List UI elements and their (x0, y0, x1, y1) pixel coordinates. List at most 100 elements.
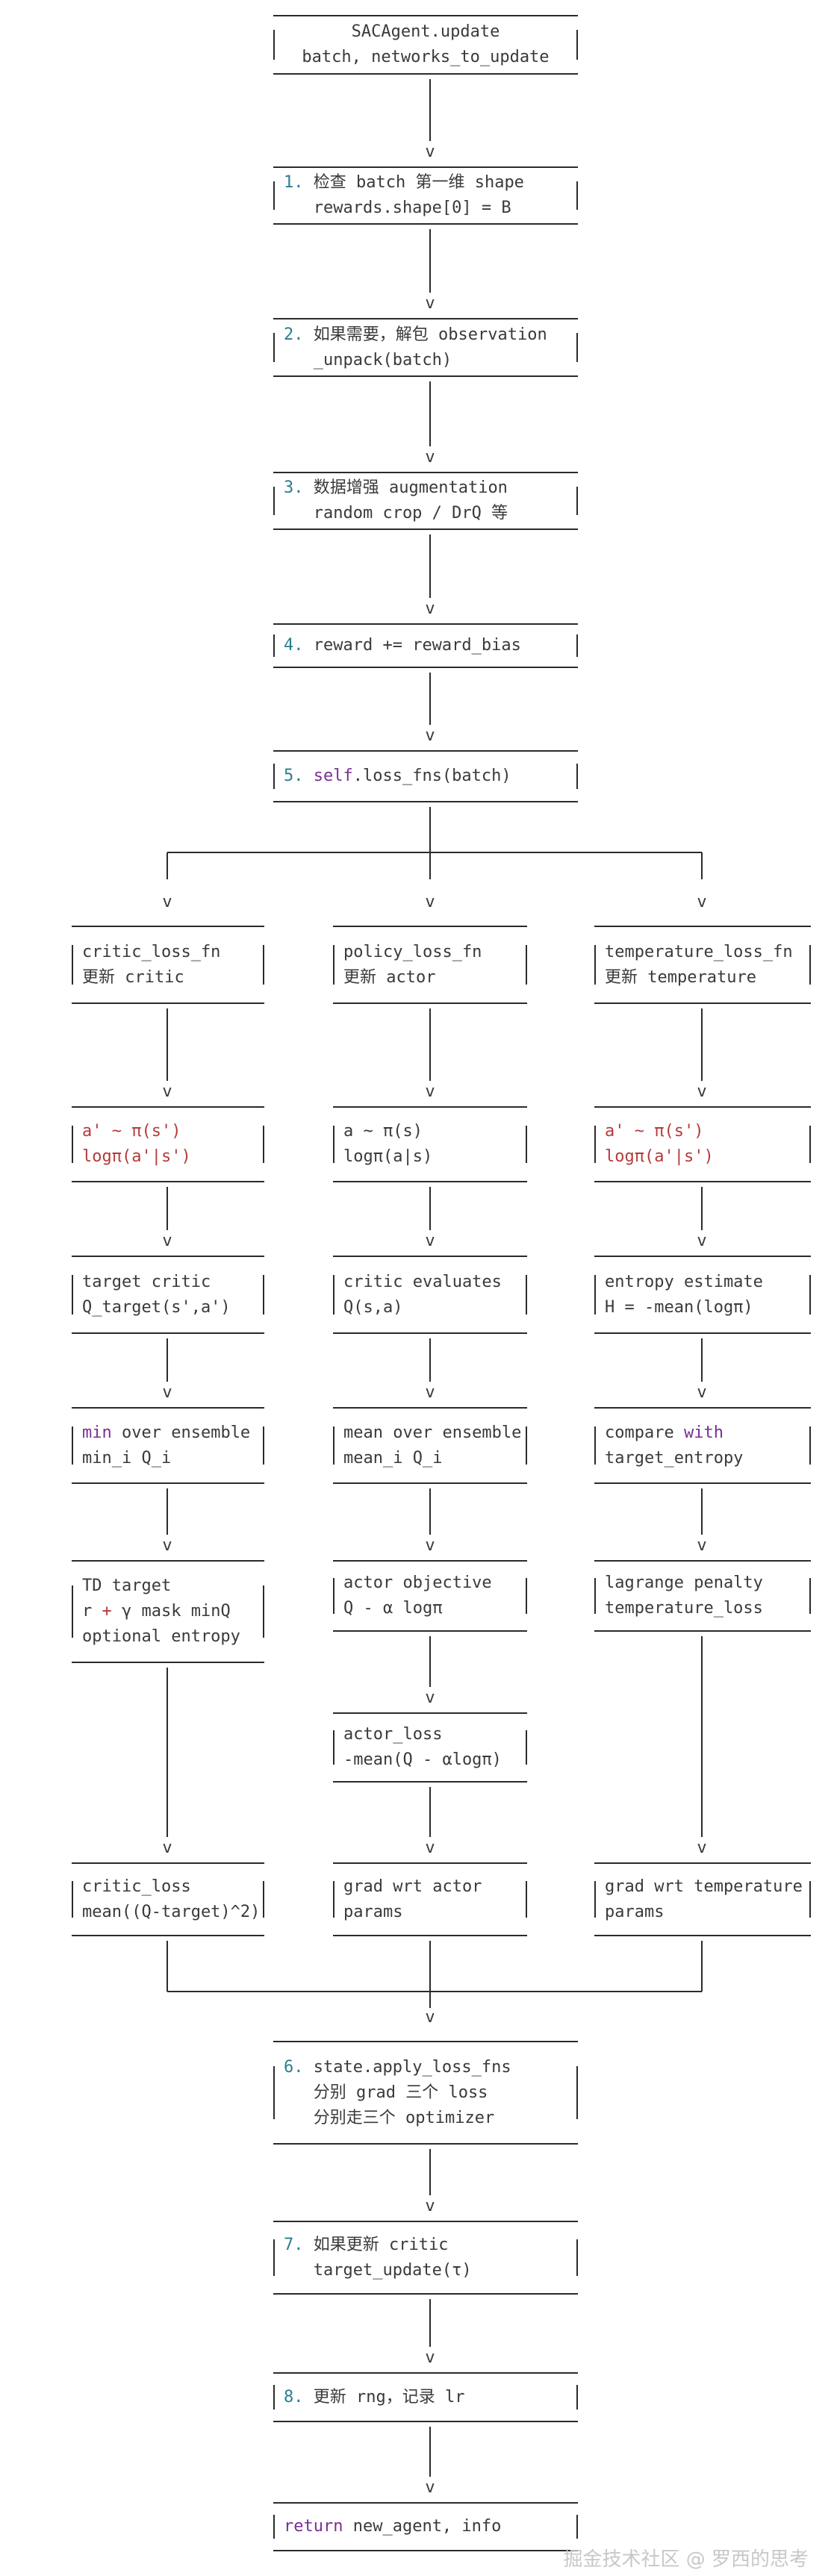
temperature-step-5-line: lagrange penalty (605, 1571, 800, 1596)
flow-step-6-text: 分别走三个 optimizer (284, 2108, 495, 2127)
connector-line (167, 1991, 702, 1992)
connector-line (701, 1941, 703, 1992)
connector-line (429, 807, 431, 852)
critic-step-5-line: r + γ mask minQ (82, 1599, 254, 1624)
policy-step-1-text: policy_loss_fn (343, 942, 482, 961)
flow-step-6-text: 6. (284, 2057, 304, 2077)
temperature-step-3-text: H = -mean(logπ) (605, 1297, 753, 1317)
temperature-step-6-text: params (605, 1902, 665, 1921)
critic-step-3-text: Q_target(s',a') (82, 1297, 231, 1317)
policy-step-7-text: grad wrt actor (343, 1877, 482, 1896)
temperature-step-5-text: temperature_loss (605, 1599, 763, 1618)
policy-step-3-text: Q(s,a) (343, 1297, 403, 1317)
connector-line (429, 2299, 431, 2347)
policy-step-2-text: a ~ π(s) (343, 1122, 423, 1141)
arrow-head: v (425, 294, 435, 313)
connector-line (701, 1187, 703, 1230)
critic-step-5-text: optional entropy (82, 1627, 240, 1646)
flow-step-1-text: 检查 batch 第一维 shape (303, 173, 524, 192)
policy-step-5-line: Q - α logπ (343, 1596, 517, 1621)
critic-step-5-text: γ mask minQ (111, 1602, 231, 1621)
flow-step-5: 5. self.loss_fns(batch) (273, 750, 578, 802)
temperature-step-1-text: temperature_loss_fn (605, 942, 793, 961)
critic-step-3-line: target critic (82, 1270, 254, 1295)
flow-step-3-text: 3. (284, 478, 304, 497)
temperature-step-6-text: grad wrt temperature (605, 1877, 803, 1896)
temperature-step-5: lagrange penalty temperature_loss (594, 1560, 811, 1632)
flow-step-return-text: return (284, 2517, 343, 2536)
flow-step-6-text: state.apply_loss_fns (303, 2057, 511, 2077)
critic-step-2: a' ~ π(s') logπ(a'|s') (72, 1106, 264, 1182)
critic-step-6-text: critic_loss (82, 1877, 191, 1896)
critic-step-2-line: logπ(a'|s') (82, 1144, 254, 1170)
critic-step-2-line: a' ~ π(s') (82, 1119, 254, 1144)
flow-step-1-line: 1. 检查 batch 第一维 shape (284, 170, 567, 196)
arrow-head: v (162, 1383, 172, 1402)
flow-step-8-text: 更新 rng，记录 lr (303, 2387, 465, 2407)
critic-step-6-line: critic_loss (82, 1874, 254, 1900)
critic-step-6-text: mean((Q-target)^2) (82, 1902, 261, 1921)
flow-step-5-text (304, 767, 314, 785)
arrow-head: v (425, 1383, 435, 1402)
temperature-step-3-text: entropy estimate (605, 1272, 763, 1291)
arrow-head: v (162, 1082, 172, 1101)
flow-step-7-text: 如果更新 critic (303, 2235, 449, 2254)
connector-line (429, 1992, 431, 2008)
flow-step-7-text: target_update(τ) (284, 2260, 472, 2280)
policy-step-2-line: logπ(a|s) (343, 1144, 517, 1170)
critic-step-3-line: Q_target(s',a') (82, 1295, 254, 1320)
connector-line (429, 381, 431, 446)
flow-step-return: return new_agent, info (273, 2502, 578, 2551)
critic-step-4-text: min (82, 1423, 112, 1442)
connector-line (701, 1488, 703, 1535)
arrow-head: v (425, 1536, 435, 1555)
connector-line (429, 1941, 431, 1992)
policy-step-6-text: actor_loss (343, 1725, 443, 1744)
critic-step-5-text: r (82, 1602, 102, 1621)
watermark: 掘金技术社区 @ 罗西的思考 (563, 2548, 809, 2571)
arrow-head: v (425, 1082, 435, 1101)
critic-step-1-line: 更新 critic (82, 965, 254, 991)
critic-step-4-line: min_i Q_i (82, 1446, 254, 1471)
arrow-head: v (425, 143, 435, 161)
flow-step-4-text: 4. (284, 636, 304, 655)
policy-step-3-line: Q(s,a) (343, 1295, 517, 1320)
policy-step-4-line: mean_i Q_i (343, 1446, 517, 1471)
flow-step-start-line: SACAgent.update (284, 19, 567, 45)
policy-step-6-line: actor_loss (343, 1722, 517, 1747)
critic-step-4-text: over ensemble (111, 1423, 251, 1442)
arrow-head: v (425, 1839, 435, 1857)
flow-step-5-text: 5. (284, 767, 304, 785)
temperature-step-1-line: 更新 temperature (605, 965, 800, 991)
connector-line (429, 534, 431, 598)
connector-line (429, 1008, 431, 1081)
flow-step-8-line: 8. 更新 rng，记录 lr (284, 2385, 567, 2410)
flow-step-return-line: return new_agent, info (284, 2514, 567, 2539)
critic-step-5-line: optional entropy (82, 1624, 254, 1650)
policy-step-1-line: 更新 actor (343, 965, 517, 991)
critic-step-6-line: mean((Q-target)^2) (82, 1900, 260, 1925)
flow-step-1-line: rewards.shape[0] = B (284, 196, 567, 221)
critic-step-4-text: min_i Q_i (82, 1448, 172, 1468)
critic-step-2-text: a' ~ π(s') (82, 1122, 181, 1141)
temperature-step-1: temperature_loss_fn 更新 temperature (594, 926, 811, 1004)
arrow-head: v (425, 2197, 435, 2215)
critic-step-3-text: target critic (82, 1272, 211, 1291)
flow-step-start-text: SACAgent.update (351, 22, 500, 41)
temperature-step-6-line: params (605, 1900, 800, 1925)
policy-step-7-text: params (343, 1902, 403, 1921)
arrow-head: v (162, 1232, 172, 1250)
critic-step-4: min over ensemble min_i Q_i (72, 1407, 264, 1484)
temperature-step-6: grad wrt temperature params (594, 1862, 811, 1936)
temperature-step-4-line: compare with (605, 1420, 800, 1446)
policy-step-2-line: a ~ π(s) (343, 1119, 517, 1144)
policy-step-3-line: critic evaluates (343, 1270, 517, 1295)
policy-step-6-line: -mean(Q - αlogπ) (343, 1747, 517, 1773)
